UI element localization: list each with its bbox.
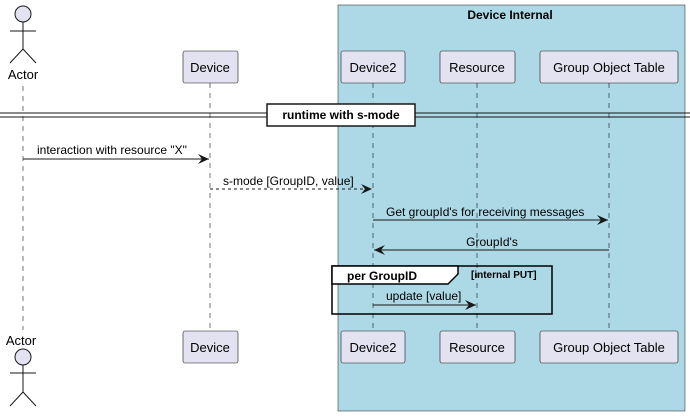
- message-4-label: GroupId's: [466, 235, 518, 249]
- divider: runtime with s-mode: [0, 103, 690, 127]
- group-frame-condition: [internal PUT]: [471, 270, 537, 281]
- participant-device2-label-bottom: Device2: [350, 340, 397, 355]
- actor-label-top: Actor: [8, 67, 39, 82]
- participant-device2-top: [340, 50, 406, 84]
- participant-group-object-table-top: [539, 50, 679, 84]
- message-1-label: interaction with resource "X": [37, 143, 187, 157]
- group-frame: per GroupID [internal PUT]: [331, 265, 553, 315]
- actor-figure-bottom: [9, 348, 37, 407]
- device-internal-title: Device Internal: [467, 8, 552, 22]
- group-frame-tab: [331, 265, 459, 285]
- actor-head-icon: [14, 5, 32, 23]
- participant-resource-bottom: [439, 330, 516, 364]
- participants-bottom: Device Device2 Resource Group Object Tab…: [182, 330, 679, 364]
- participant-resource-label-top: Resource: [449, 60, 505, 75]
- group-frame-title: per GroupID: [347, 269, 417, 283]
- participant-device-label-top: Device: [190, 60, 230, 75]
- participant-group-object-table-label-top: Group Object Table: [553, 60, 665, 75]
- participant-group-object-table-bottom: [539, 330, 679, 364]
- participant-resource-top: [439, 50, 516, 84]
- participant-resource-label-bottom: Resource: [449, 340, 505, 355]
- message-2-label: s-mode [GroupID, value]: [223, 174, 354, 188]
- participant-device2-bottom: [340, 330, 406, 364]
- participant-group-object-table-label-bottom: Group Object Table: [553, 340, 665, 355]
- divider-label: runtime with s-mode: [282, 108, 400, 122]
- participant-device-top: [182, 50, 239, 84]
- actor-head-icon-bottom: [14, 348, 32, 366]
- participant-device2-label-top: Device2: [350, 60, 397, 75]
- actor-figure-top: [9, 5, 37, 64]
- participant-device-bottom: [182, 330, 239, 364]
- divider-label-box: [266, 103, 416, 127]
- message-3-label: Get groupId's for receiving messages: [386, 205, 584, 219]
- actor-label-bottom: Actor: [6, 333, 37, 348]
- participant-device-label-bottom: Device: [190, 340, 230, 355]
- message-5-label: update [value]: [386, 289, 461, 303]
- participants-top: Device Device2 Resource Group Object Tab…: [182, 50, 679, 84]
